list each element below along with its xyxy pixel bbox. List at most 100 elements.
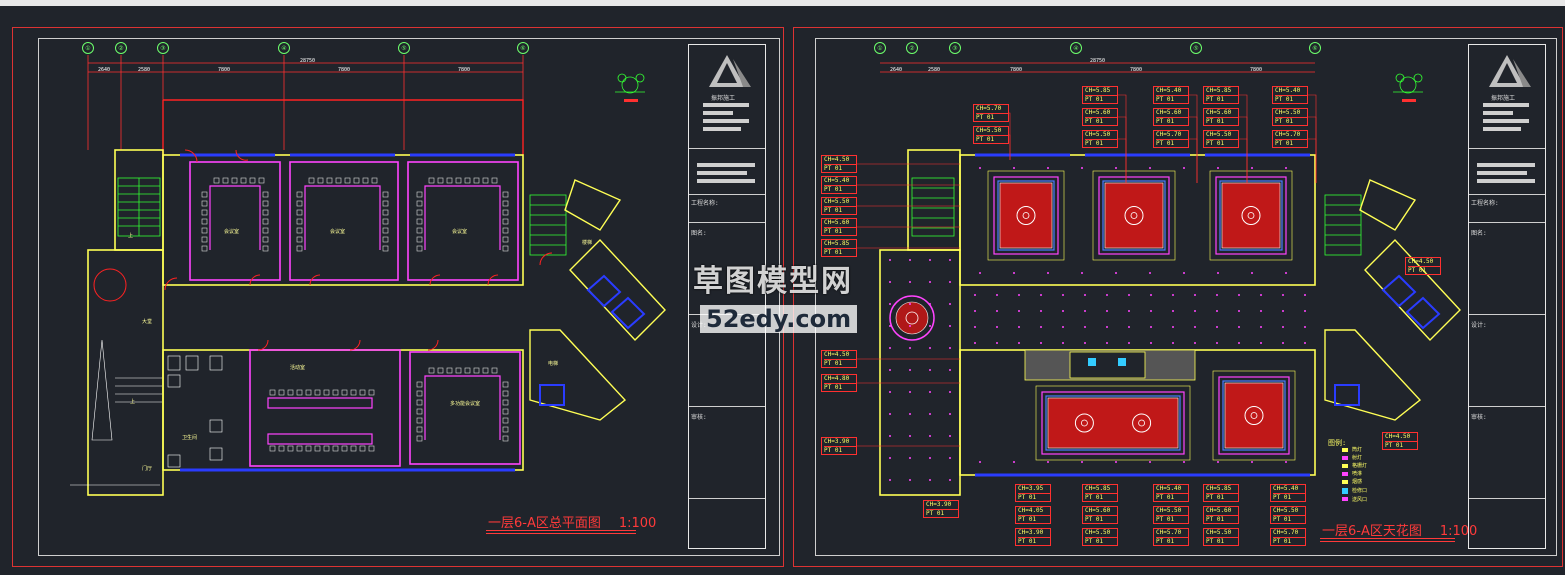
pt-code: PT 01 (1206, 117, 1238, 126)
left-title-block: 振邦施工 工程名称: 图名: 设计: 审核: (688, 44, 766, 549)
ch-value: CH=5.50 (1085, 131, 1111, 138)
ch-value: CH=4.50 (824, 351, 850, 358)
ch-value: CH=3.90 (824, 438, 850, 445)
ch-value: CH=4.50 (1385, 433, 1411, 440)
ch-value: CH=5.60 (1085, 507, 1111, 514)
room-label: 会议室 (452, 229, 468, 235)
dimension: 2580 (928, 67, 941, 73)
ch-value: CH=3.95 (1018, 485, 1044, 492)
pt-code: PT 01 (1273, 515, 1305, 524)
ch-value: CH=5.50 (1085, 529, 1111, 536)
watermark-text: 草图模型网 (693, 264, 853, 299)
ch-value: CH=5.70 (1156, 131, 1182, 138)
pt-code: PT 01 (1018, 537, 1050, 546)
overall-dimension: 28750 (1090, 58, 1106, 64)
grid-bubble: ⑥ (517, 42, 529, 54)
pt-code: PT 01 (1085, 117, 1117, 126)
dimension: 7800 (1250, 67, 1263, 73)
grid-bubble: ① (82, 42, 94, 54)
left-title-scale: 1:100 (618, 516, 657, 531)
ramp-up-label: 上 (130, 399, 136, 405)
pt-code: PT 01 (1206, 515, 1238, 524)
company-logo (703, 55, 751, 131)
right-drawing-frame (815, 38, 1557, 556)
left-title-text: 一层6-A区总平面图 (488, 516, 601, 531)
ch-value: CH=5.85 (1085, 87, 1111, 94)
tb-design-label: 设计: (691, 322, 707, 329)
ch-value: CH=5.70 (1273, 529, 1299, 536)
tb-design-label: 设计: (1471, 322, 1487, 329)
room-label: 卫生间 (182, 435, 198, 441)
legend-title: 图例: (1328, 439, 1347, 447)
ch-value: CH=4.50 (1408, 258, 1434, 265)
pt-code: PT 01 (1156, 515, 1188, 524)
legend-item: 射灯 (1352, 455, 1363, 461)
room-label: 会议室 (224, 229, 240, 235)
legend-item: 喷淋 (1352, 471, 1363, 477)
company-name: 振邦施工 (1491, 95, 1516, 102)
legend-item: 送风口 (1352, 497, 1368, 503)
ch-value: CH=5.50 (976, 127, 1002, 134)
ch-value: CH=5.50 (1275, 109, 1301, 116)
pt-code: PT 01 (1273, 493, 1305, 502)
legend-item: 烟感 (1352, 479, 1363, 485)
dimension: 7800 (1010, 67, 1023, 73)
legend-item: 格栅灯 (1352, 463, 1368, 469)
dimension: 7800 (458, 67, 471, 73)
pt-code: PT 01 (1085, 139, 1117, 148)
lobby-label: 门厅 (142, 466, 153, 472)
pt-code: PT 01 (1408, 266, 1440, 275)
pt-code: PT 01 (824, 383, 856, 392)
company-logo (1483, 55, 1531, 131)
pt-code: PT 01 (824, 227, 856, 236)
room-label: 电梯 (548, 361, 559, 367)
ch-value: CH=5.40 (1156, 87, 1182, 94)
overall-dimension: 28750 (300, 58, 316, 64)
ch-value: CH=5.50 (1273, 507, 1299, 514)
grid-bubble: ② (906, 42, 918, 54)
right-title-block: 振邦施工 工程名称: 图名: 设计: 审核: (1468, 44, 1546, 549)
ch-value: CH=5.60 (1156, 109, 1182, 116)
pt-code: PT 01 (1206, 139, 1238, 148)
pt-code: PT 01 (1273, 537, 1305, 546)
pt-code: PT 01 (1275, 117, 1307, 126)
ch-value: CH=5.60 (1085, 109, 1111, 116)
ch-value: CH=5.70 (1275, 131, 1301, 138)
stair-up-label: 上 (128, 233, 134, 239)
dimension: 7800 (338, 67, 351, 73)
room-label: 楼梯 (582, 240, 593, 246)
ch-value: CH=5.40 (1275, 87, 1301, 94)
pt-code: PT 01 (1018, 493, 1050, 502)
grid-bubble: ① (874, 42, 886, 54)
grid-bubble: ② (115, 42, 127, 54)
pt-code: PT 01 (1156, 537, 1188, 546)
tb-project-label: 工程名称: (691, 200, 719, 207)
room-label: 大堂 (142, 319, 153, 325)
ch-value: CH=5.85 (1085, 485, 1111, 492)
ch-value: CH=4.80 (824, 375, 850, 382)
pt-code: PT 01 (1085, 95, 1117, 104)
tb-drawing-label: 图名: (1471, 230, 1487, 237)
ch-value: CH=5.50 (1206, 529, 1232, 536)
pt-code: PT 01 (1206, 537, 1238, 546)
